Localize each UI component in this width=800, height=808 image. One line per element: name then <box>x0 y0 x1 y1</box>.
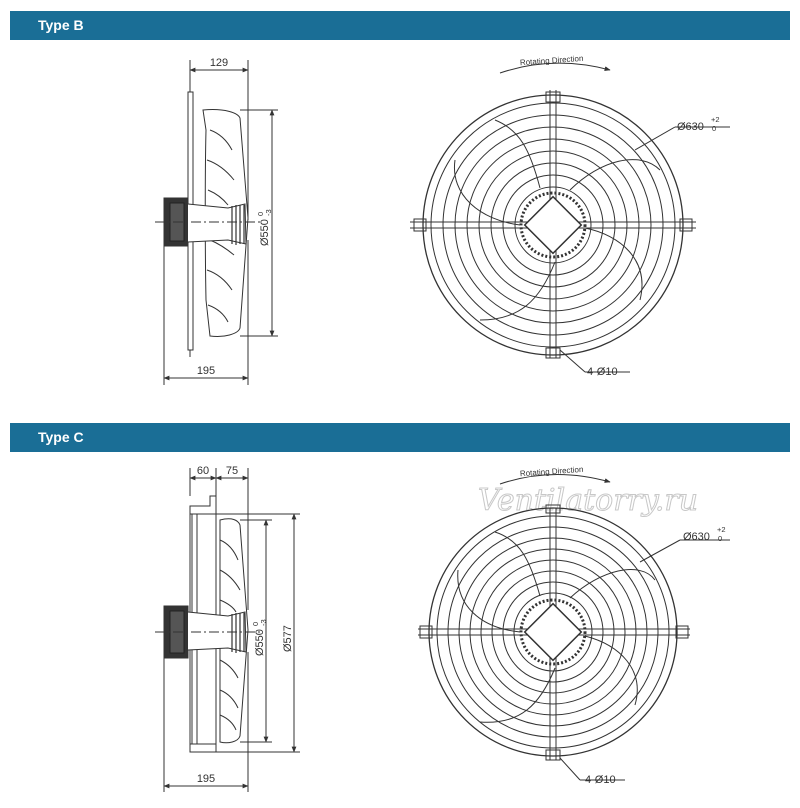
dim-overall-depth: 195 <box>197 365 215 377</box>
section-header-type-b: Type B <box>10 11 790 40</box>
svg-text:0: 0 <box>256 212 265 216</box>
type-c-front-view <box>418 473 730 781</box>
svg-text:Ø577: Ø577 <box>282 625 294 652</box>
svg-text:-3: -3 <box>259 619 268 626</box>
svg-text:0: 0 <box>251 622 260 626</box>
section-header-type-c: Type C <box>10 423 790 452</box>
type-c-drawing: Ventilatorry.ru 60 75 195 Ø550 0 -3 Ø57 <box>155 465 730 792</box>
dim-blade-diameter: Ø550 0 -3 <box>256 209 273 246</box>
dim-overall-depth: 195 <box>197 773 215 785</box>
dim-blade-diameter: Ø550 0 -3 <box>251 619 268 656</box>
section-title: Type B <box>38 17 84 33</box>
type-c-side-view <box>155 468 300 792</box>
outer-diameter-label: Ø630 <box>683 531 710 543</box>
dim-depth: 129 <box>210 57 228 69</box>
mount-hole-label: 4-Ø10 <box>585 774 616 786</box>
outer-diameter-label: Ø630 <box>677 121 704 133</box>
svg-text:-3: -3 <box>264 209 273 216</box>
outer-diameter-tol-lower: 0 <box>712 124 716 133</box>
type-b-front-view <box>410 62 730 373</box>
svg-text:Ø550: Ø550 <box>254 629 266 656</box>
svg-text:Ø550: Ø550 <box>259 219 271 246</box>
type-b-side-view <box>155 60 278 385</box>
outer-diameter-tol-lower: 0 <box>718 534 722 543</box>
outer-diameter-tol-upper: +2 <box>717 525 726 534</box>
rotation-label: Rotating Direction <box>520 54 584 67</box>
type-b-drawing: 129 195 Ø550 0 -3 Rotating Direction Ø63… <box>155 54 730 385</box>
section-title: Type C <box>38 429 84 445</box>
dim-frame-diameter: Ø577 <box>282 625 294 652</box>
rotation-label: Rotating Direction <box>520 465 584 478</box>
mount-hole-label: 4-Ø10 <box>587 366 618 378</box>
dim-frame-depth: 60 <box>197 465 209 477</box>
outer-diameter-tol-upper: +2 <box>711 115 720 124</box>
dim-blade-depth: 75 <box>226 465 238 477</box>
